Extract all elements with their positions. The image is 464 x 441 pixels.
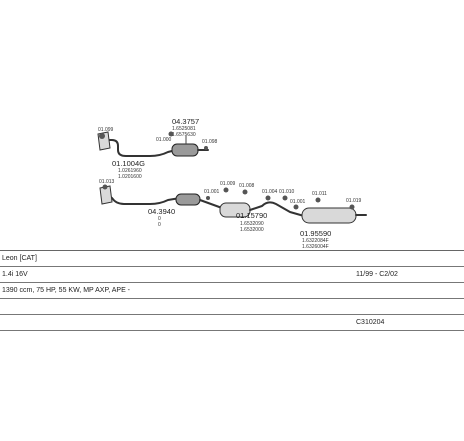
accessory-label: 01.008 — [239, 183, 255, 189]
part-ref-label: 0 — [158, 222, 161, 228]
clamp-icon — [206, 196, 210, 200]
model-label: Leon [CAT] — [2, 255, 37, 262]
part-ref-label: 1.6575630 — [172, 132, 196, 138]
clamp-icon — [315, 197, 321, 203]
accessory-label: 01.019 — [346, 198, 362, 204]
rear-silencer — [301, 207, 357, 224]
part-number-label: 01.15790 — [236, 211, 267, 220]
accessory-label: 01.010 — [279, 189, 295, 195]
catalog-code-label: C310204 — [356, 319, 385, 326]
accessory-label: 01.098 — [202, 139, 218, 145]
accessory-label: 01.001 — [290, 199, 306, 205]
front-catalytic-converter — [175, 193, 201, 206]
info-row-code: C310204 — [0, 315, 464, 331]
part-ref-label: 1.0201600 — [118, 174, 142, 180]
info-row-spec: 1390 ccm, 75 HP, 55 KW, MP AXP, APE - — [0, 283, 464, 299]
clamp-icon — [204, 146, 208, 150]
clamp-icon — [99, 133, 105, 139]
clamp-icon — [293, 204, 299, 210]
clamp-icon — [265, 195, 271, 201]
accessory-label: 01.001 — [204, 189, 220, 195]
info-row-model: Leon [CAT] — [0, 251, 464, 267]
clamp-icon — [223, 187, 229, 193]
engine-label: 1.4i 16V — [2, 271, 28, 278]
vehicle-info-table: Leon [CAT] 1.4i 16V 11/99 - C2/02 1390 c… — [0, 250, 464, 331]
part-ref-label: 1.6532090 — [240, 221, 264, 227]
upper-front-pipe — [103, 139, 177, 157]
spec-label: 1390 ccm, 75 HP, 55 KW, MP AXP, APE - — [2, 287, 131, 294]
clamp-icon — [102, 184, 108, 190]
part-number-label: 04.3757 — [172, 117, 199, 126]
accessory-label: 01.013 — [99, 179, 115, 185]
link-pipe — [199, 199, 223, 209]
part-number-label: 01.95590 — [300, 229, 331, 238]
clamp-icon — [242, 189, 248, 195]
part-ref-label: 1.0261960 — [118, 168, 142, 174]
accessory-label: 01.004 — [262, 189, 278, 195]
part-ref-label: 1.6525081 — [172, 126, 196, 132]
part-ref-label: 0 — [158, 216, 161, 222]
middle-to-rear-pipe — [249, 201, 305, 217]
accessory-label: 01.009 — [220, 181, 236, 187]
front-pipe — [103, 191, 181, 205]
accessory-glyphs — [99, 131, 355, 210]
accessory-label: 01.011 — [312, 191, 327, 197]
upper-catalytic-converter — [171, 143, 199, 157]
exhaust-system-diagram: 04.3757 1.6525081 1.6575630 01.1004G 1.0… — [97, 117, 367, 250]
years-label: 11/99 - C2/02 — [356, 271, 398, 278]
part-ref-label: 1.6532000 — [240, 227, 264, 233]
info-row-engine: 1.4i 16V 11/99 - C2/02 — [0, 267, 464, 283]
part-number-label: 04.3940 — [148, 207, 175, 216]
part-ref-label: 1.6322084F — [302, 238, 329, 244]
part-number-label: 01.1004G — [112, 159, 145, 168]
clamp-icon — [168, 131, 174, 137]
info-row-blank — [0, 299, 464, 315]
clamp-icon — [282, 195, 288, 201]
clamp-icon — [349, 204, 355, 210]
part-ref-label: 1.6326004F — [302, 244, 329, 250]
accessory-label: 01.099 — [98, 127, 114, 133]
accessory-label: 01.000 — [156, 137, 172, 143]
